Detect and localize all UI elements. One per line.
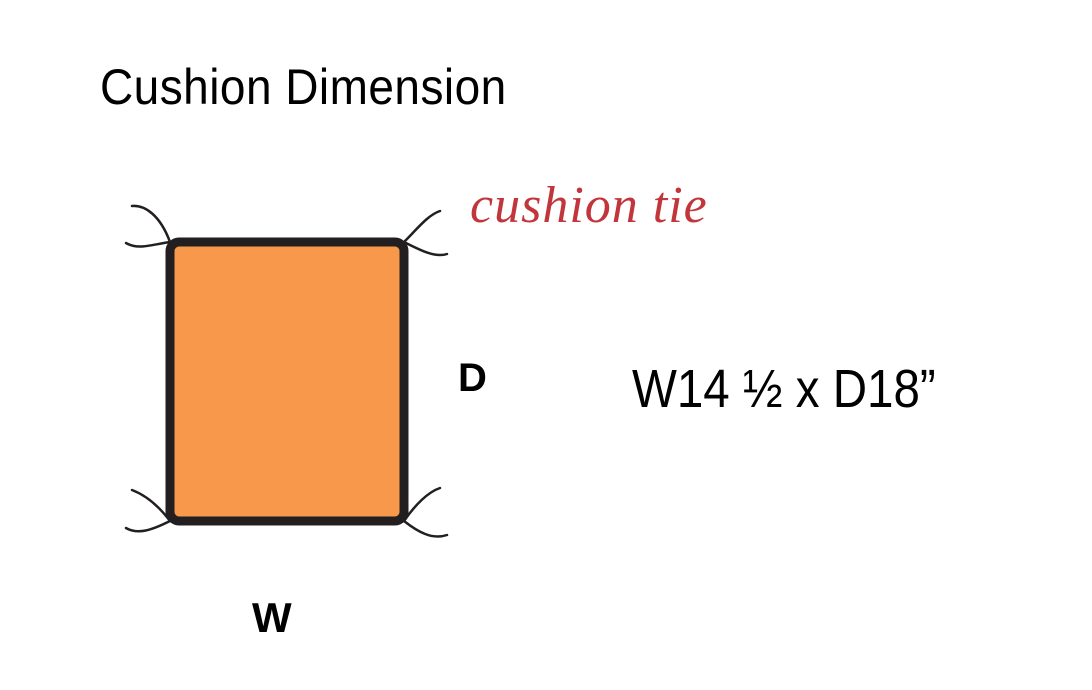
cushion-tie-label: cushion tie [470, 177, 708, 234]
tie-bottom-right [402, 486, 449, 538]
page-title: Cushion Dimension [100, 59, 507, 115]
cushion-shape [165, 237, 409, 526]
depth-label: D [458, 356, 487, 400]
tie-top-left [124, 204, 172, 248]
tie-bottom-left [124, 488, 172, 533]
tie-top-right [402, 209, 449, 257]
dimensions-text: W14 ½ x D18” [632, 359, 936, 419]
width-label: W [252, 594, 292, 641]
